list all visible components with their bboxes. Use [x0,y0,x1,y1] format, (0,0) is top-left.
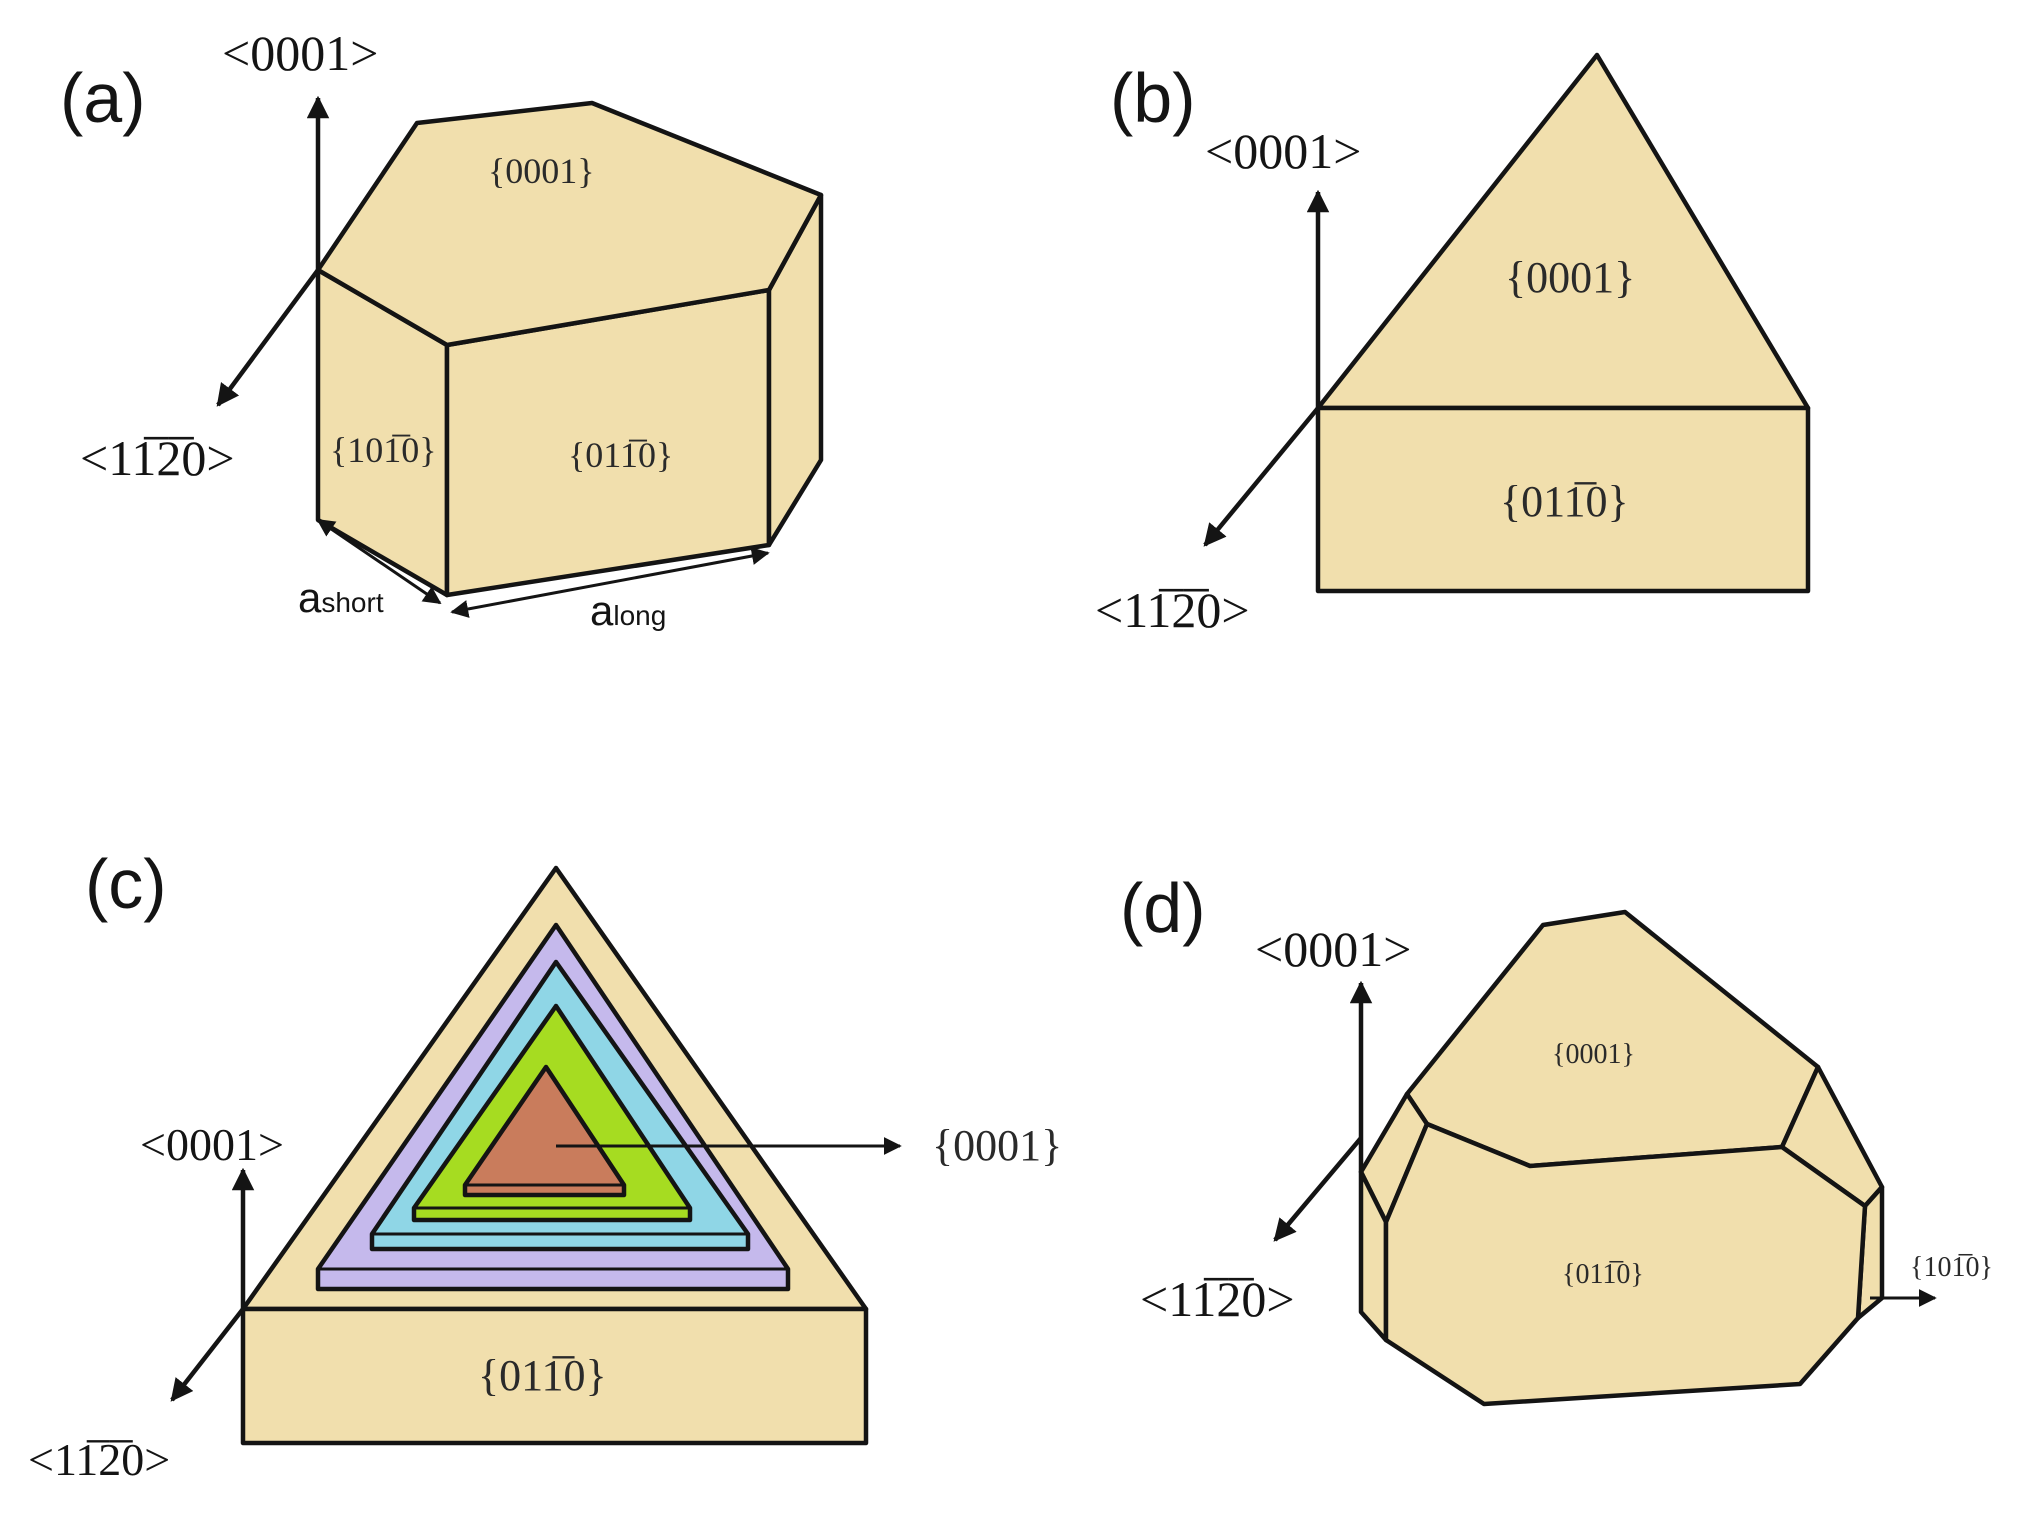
axis-d-a-arrow [1273,1136,1363,1242]
panel-c: (c) {0001} <0001> <11̅2̅0> {011̅0} [28,845,1062,1485]
dir-a-c-label: <0001> [222,25,378,81]
dir-b-a-label: <11̅2̅0> [1095,582,1250,638]
prism-b-front-face [1315,405,1811,594]
growth-layer-4 [462,1064,627,1198]
face-a-top-label: {0001} [488,151,595,191]
growth-layers [315,922,791,1292]
axis-b-a-arrow [1203,406,1320,547]
face-a-front-label: {011̅0} [568,435,673,475]
axis-a-a-arrow [216,268,320,407]
face-b-top-label: {0001} [1505,253,1635,302]
panel-d-label: (d) [1120,869,1206,947]
face-b-front-label: {011̅0} [1500,477,1629,526]
panel-c-label: (c) [85,845,167,923]
a-long-label: along [590,587,666,634]
axis-c-a-arrow [170,1307,245,1402]
a-long-dimension-arrow [450,547,770,618]
hexagonal-prism-a [315,100,824,598]
panel-a: (a) <0001> <11̅2̅0> {0001} {101̅0} {011̅… [60,25,824,634]
panel-d: (d) <0001> <11̅2̅0> {0001} {011̅0} {101̅… [1120,869,1993,1407]
face-d-top-label: {0001} [1552,1039,1635,1070]
truncated-prism-d [1358,909,1885,1407]
layer-pointer-label: {0001} [932,1121,1062,1170]
a-short-dimension-arrow [316,518,442,605]
panel-a-label: (a) [60,59,146,137]
dir-a-a-label: <11̅2̅0> [80,430,235,486]
side-pointer-label: {101̅0} [1910,1252,1993,1283]
dir-b-c-label: <0001> [1205,123,1361,179]
face-c-front-label: {011̅0} [478,1351,607,1400]
dir-c-a-label: <11̅2̅0> [28,1434,170,1485]
panel-b-label: (b) [1110,59,1196,137]
dir-d-c-label: <0001> [1255,921,1411,977]
a-short-label: ashort [298,574,384,621]
prism-b-top-triangle [1315,52,1811,411]
face-d-front-label: {011̅0} [1562,1259,1644,1290]
panel-b: (b) <0001> <11̅2̅0> {0001} {011̅0} [1095,52,1811,638]
prism-d-front-face [1383,1121,1868,1407]
prism-a-top-face [315,100,824,348]
prism-c-front-face [240,1306,869,1446]
dir-d-a-label: <11̅2̅0> [1140,1271,1295,1327]
dir-c-c-label: <0001> [140,1119,284,1170]
face-a-left-label: {101̅0} [330,430,437,470]
